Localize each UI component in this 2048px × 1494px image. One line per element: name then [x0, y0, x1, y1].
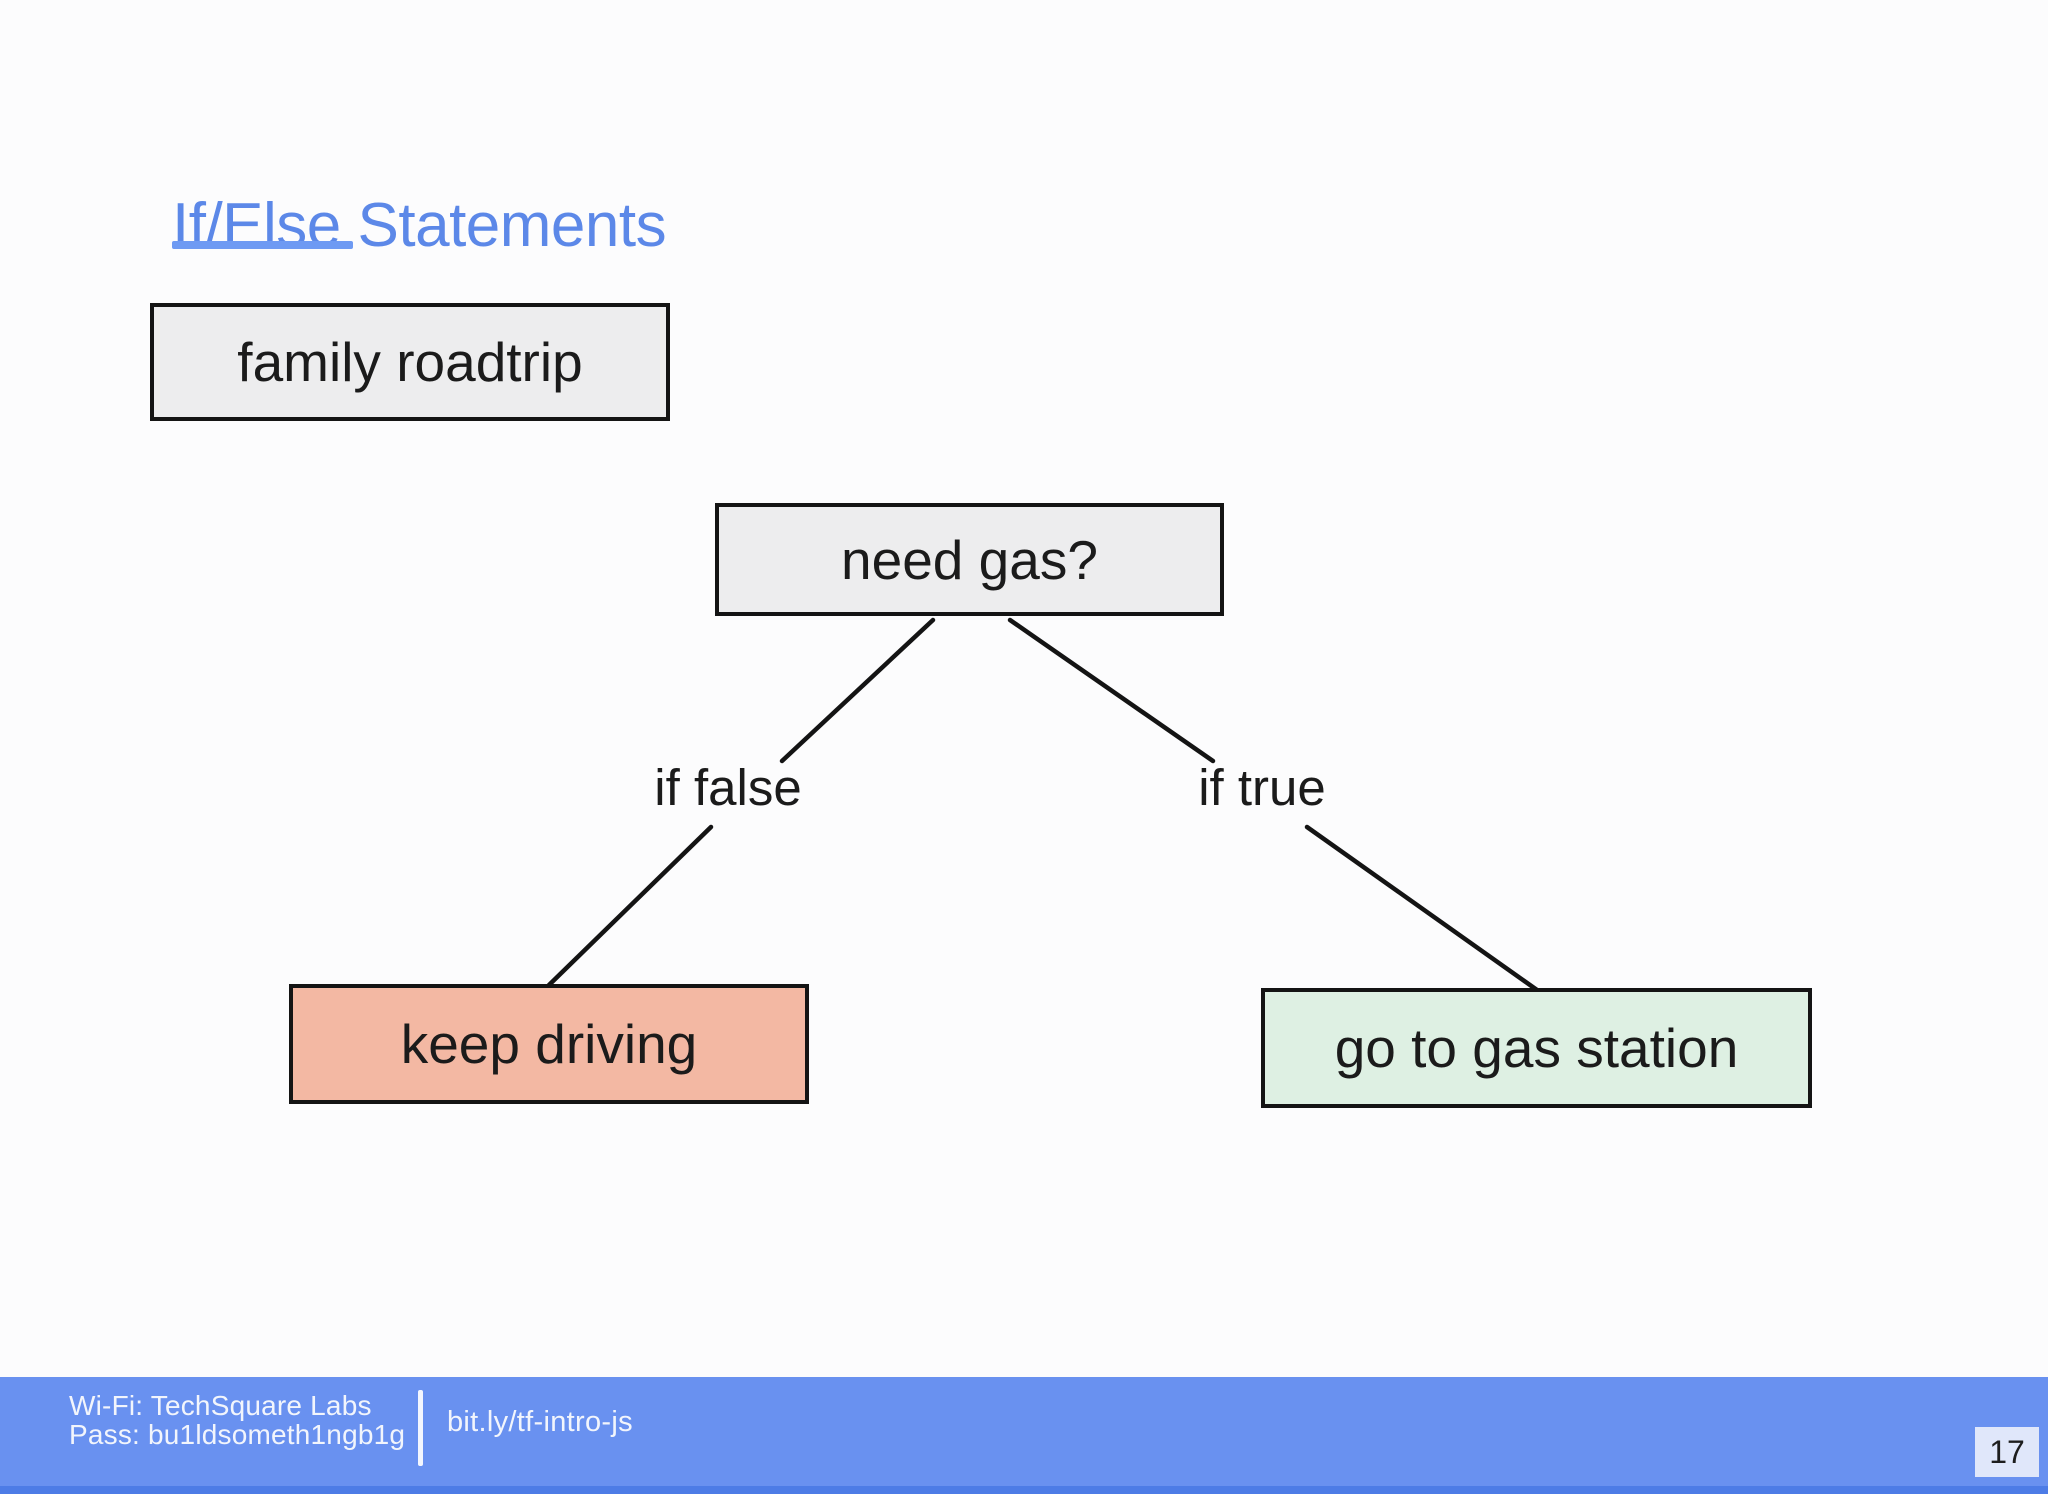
branch-line-if-true-to-go-to-gas-station	[1304, 824, 1540, 993]
branch-label-if-true: if true	[1198, 759, 1326, 816]
footer-pass-text: Pass: bu1ldsometh1ngb1g	[69, 1419, 406, 1450]
branch-line-if-false-to-keep-driving	[546, 824, 714, 988]
branch-line-need-gas-to-if-true	[1007, 617, 1216, 764]
node-need-gas: need gas?	[715, 503, 1224, 616]
branch-label-if-false: if false	[654, 759, 802, 816]
node-keep-driving: keep driving	[289, 984, 809, 1104]
node-keep-driving-label: keep driving	[400, 1013, 698, 1075]
page-title: If/Else Statements	[172, 190, 667, 260]
page-number: 17	[1989, 1433, 2025, 1470]
footer-link-text: bit.ly/tf-intro-js	[447, 1406, 633, 1438]
footer-bottom-strip	[0, 1486, 2048, 1494]
title-underline-accent	[172, 241, 353, 249]
branch-line-need-gas-to-if-false	[779, 617, 936, 764]
footer-credentials: Wi-Fi: TechSquare Labs Pass: bu1ldsometh…	[69, 1391, 405, 1449]
node-family-roadtrip: family roadtrip	[150, 303, 670, 421]
footer-bar: Wi-Fi: TechSquare Labs Pass: bu1ldsometh…	[0, 1377, 2048, 1494]
page-number-badge: 17	[1975, 1427, 2039, 1477]
node-family-roadtrip-label: family roadtrip	[237, 331, 583, 393]
footer-divider	[418, 1390, 423, 1466]
node-go-to-gas-station-label: go to gas station	[1334, 1017, 1739, 1079]
node-go-to-gas-station: go to gas station	[1261, 988, 1812, 1108]
node-need-gas-label: need gas?	[841, 528, 1098, 591]
footer-wifi-text: Wi-Fi: TechSquare Labs	[69, 1390, 372, 1421]
